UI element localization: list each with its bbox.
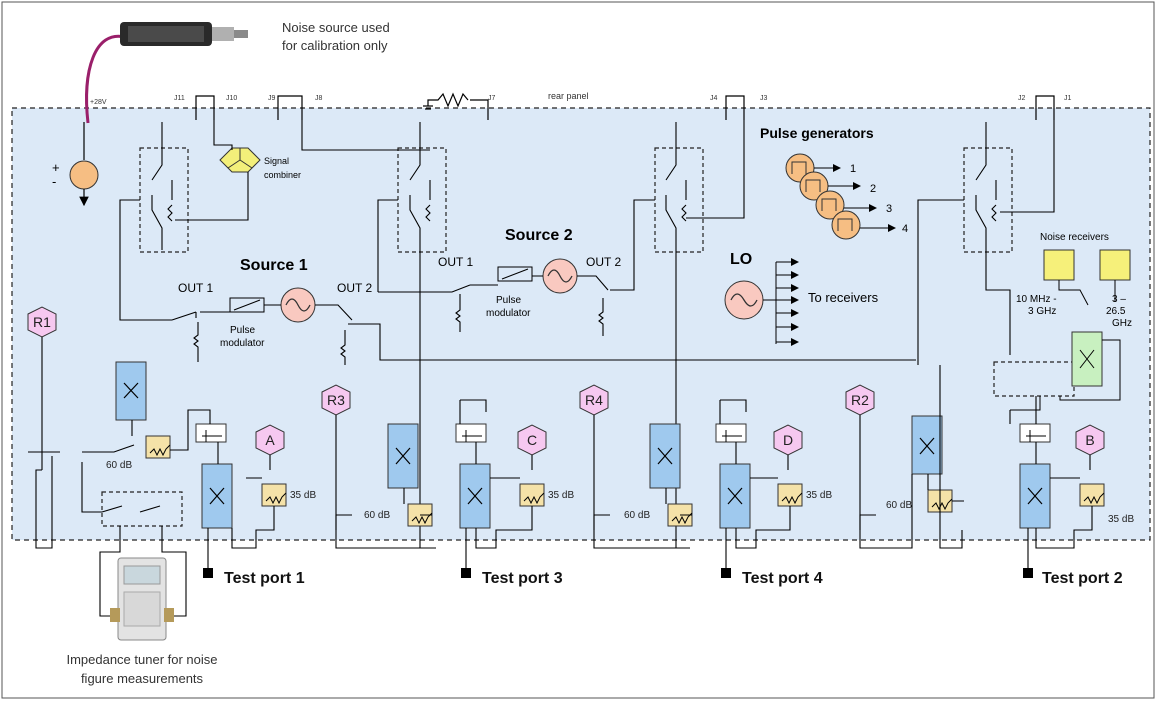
connector-j4: J4 xyxy=(710,95,718,102)
receiver-r3-hex xyxy=(321,384,351,416)
rear-panel-region xyxy=(11,107,1151,541)
receiver-r4-label: R4 xyxy=(585,392,603,408)
connector-j11: J11 xyxy=(174,95,185,102)
attenuator-port1 xyxy=(261,483,287,507)
receiver-d-hex xyxy=(773,424,803,456)
noise-receivers-title: Noise receivers xyxy=(1040,232,1109,243)
polarity-minus: - xyxy=(52,174,56,189)
atten-label-35db-port2: 35 dB xyxy=(1108,514,1134,525)
receiver-a-hex xyxy=(255,424,285,456)
atten-label-60db-port2: 60 dB xyxy=(886,500,912,511)
test-port-2-connector[interactable] xyxy=(1023,568,1033,578)
receiver-c-hex xyxy=(517,424,547,456)
tuner-switch-box xyxy=(101,491,183,527)
receiver-b-label: B xyxy=(1085,432,1094,448)
receiver-r1-label: R1 xyxy=(33,314,51,330)
lo-title: LO xyxy=(730,251,752,268)
coupler-port2-reference xyxy=(911,415,943,475)
bias-tee-port4 xyxy=(715,423,747,443)
noise-receiver-high xyxy=(1099,249,1131,281)
lo-fanout xyxy=(763,258,799,346)
connector-j10: J10 xyxy=(226,95,237,102)
source2-modulator-label-2: modulator xyxy=(486,308,531,319)
atten-label-35db-port4: 35 dB xyxy=(806,490,832,501)
source2-out2: OUT 2 xyxy=(586,255,621,269)
tuner-label-1: Impedance tuner for noise xyxy=(66,652,217,667)
noise-receiver-low xyxy=(1043,249,1075,281)
tuner-label-2: figure measurements xyxy=(81,671,204,686)
bias-source: + - xyxy=(52,122,99,207)
noise-source-device xyxy=(85,22,248,124)
source2-modulator-label-1: Pulse xyxy=(496,295,521,306)
noise-source-label-1: Noise source used xyxy=(282,20,390,35)
noise-source-label-2: for calibration only xyxy=(282,38,388,53)
receiver-d-label: D xyxy=(783,432,793,448)
wiring xyxy=(119,120,1055,549)
combiner-label-1: Signal xyxy=(264,156,289,166)
noise-high-freq-2: 26.5 xyxy=(1106,306,1126,317)
test-port-2-label: Test port 2 xyxy=(1042,570,1123,587)
attenuator-port1-reference xyxy=(145,435,171,459)
test-port-3-label: Test port 3 xyxy=(482,570,563,587)
attenuator-port2 xyxy=(1079,483,1105,507)
atten-label-60db-port1: 60 dB xyxy=(106,460,132,471)
atten-label-60db-port3: 60 dB xyxy=(364,510,390,521)
test-port-1-connector[interactable] xyxy=(203,568,213,578)
attenuator-port4 xyxy=(777,483,803,507)
receiver-r4-hex xyxy=(579,384,609,416)
bias-tee-port2 xyxy=(1019,423,1051,443)
noise-high-freq-3: GHz xyxy=(1112,318,1132,329)
source1-modulator-label-1: Pulse xyxy=(230,325,255,336)
connector-28v: +28V xyxy=(90,99,107,106)
noise-high-freq-1: 3 – xyxy=(1112,294,1126,305)
test-port-1-label: Test port 1 xyxy=(224,570,305,587)
source1-modulator-label-2: modulator xyxy=(220,338,265,349)
pulse-output-1: 1 xyxy=(850,163,856,175)
test-port-4-connector[interactable] xyxy=(721,568,731,578)
receiver-r3-label: R3 xyxy=(327,392,345,408)
receiver-b-hex xyxy=(1075,424,1105,456)
noise-low-freq-1: 10 MHz - xyxy=(1016,294,1057,305)
atten-label-35db-port1: 35 dB xyxy=(290,490,316,501)
combiner-label-2: combiner xyxy=(264,170,301,180)
pulse-generator-stack xyxy=(785,153,896,240)
connector-j9: J9 xyxy=(268,95,276,102)
jumper-loops xyxy=(195,92,1055,120)
bias-tee-port3 xyxy=(455,423,487,443)
pulse-output-4: 4 xyxy=(902,223,908,235)
impedance-tuner-device xyxy=(99,526,187,641)
connector-j1: J1 xyxy=(1064,95,1072,102)
polarity-plus: + xyxy=(52,160,60,175)
source1-out2: OUT 2 xyxy=(337,281,372,295)
source2-title: Source 2 xyxy=(505,227,573,244)
rear-panel-label: rear panel xyxy=(548,91,589,101)
attenuator-port3 xyxy=(519,483,545,507)
connector-j7: J7 xyxy=(488,95,496,102)
receiver-r1-hex xyxy=(27,306,57,338)
noise-switch-box xyxy=(993,361,1075,397)
source1-out1: OUT 1 xyxy=(178,281,213,295)
pulse-generators-title: Pulse generators xyxy=(760,125,874,141)
bias-tee-port1 xyxy=(195,423,227,443)
connector-j8: J8 xyxy=(315,95,323,102)
atten-label-35db-port3: 35 dB xyxy=(548,490,574,501)
test-port-4-label: Test port 4 xyxy=(742,570,823,587)
noise-low-freq-2: 3 GHz xyxy=(1028,306,1056,317)
test-port-3-connector[interactable] xyxy=(461,568,471,578)
source2-out1: OUT 1 xyxy=(438,255,473,269)
receiver-r2-label: R2 xyxy=(851,392,869,408)
receiver-r2-hex xyxy=(845,384,875,416)
lo-label: To receivers xyxy=(808,290,879,305)
source1-title: Source 1 xyxy=(240,257,308,274)
connector-j2: J2 xyxy=(1018,95,1026,102)
pulse-output-2: 2 xyxy=(870,183,876,195)
pulse-output-3: 3 xyxy=(886,203,892,215)
receiver-c-label: C xyxy=(527,432,537,448)
atten-label-60db-port4: 60 dB xyxy=(624,510,650,521)
connector-j3: J3 xyxy=(760,95,768,102)
receiver-a-label: A xyxy=(265,432,275,448)
